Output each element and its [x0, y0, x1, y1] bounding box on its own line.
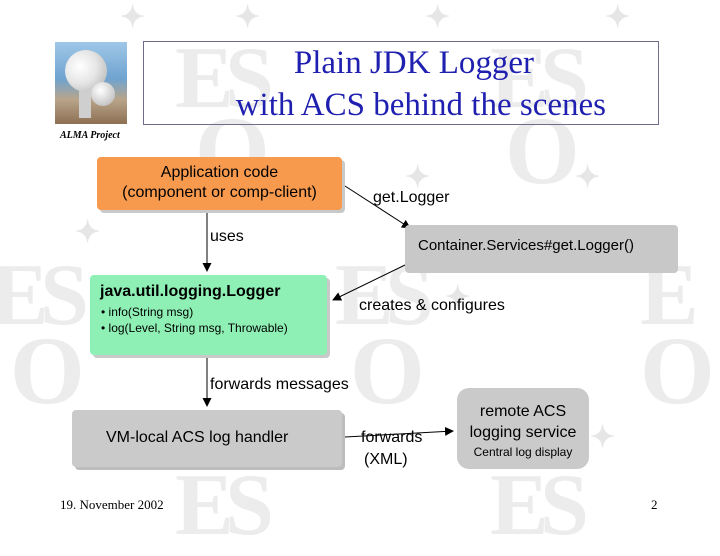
arrow-get-logger	[344, 185, 411, 229]
title-frame	[143, 41, 659, 125]
diagram-arrows	[202, 185, 454, 438]
slide-title-line2: with ACS behind the scenes	[235, 87, 606, 123]
vm-local-handler-label: VM-local ACS log handler	[106, 429, 289, 446]
java-logger-box	[90, 275, 327, 355]
vm-local-handler-box	[72, 410, 342, 467]
java-logger-method: • log(Level, String msg, Throwable)	[101, 321, 288, 335]
alma-logo	[55, 42, 127, 124]
label-forwards-messages: forwards messages	[210, 376, 349, 393]
label-forwards-xml-line2: (XML)	[364, 451, 408, 468]
slide-title-line1: Plain JDK Logger	[293, 45, 534, 81]
label-get-logger: get.Logger	[373, 189, 450, 206]
application-code-box	[97, 157, 342, 210]
remote-logging-line2: logging service	[469, 424, 577, 441]
remote-logging-sub: Central log display	[473, 445, 573, 459]
label-uses: uses	[210, 228, 244, 245]
application-code-line1: Application code	[160, 164, 279, 181]
logo-caption: ALMA Project	[60, 130, 120, 141]
arrow-creates	[332, 264, 406, 301]
label-forwards-xml-line1: forwards	[361, 429, 423, 446]
footer-date: 19. November 2002	[60, 497, 164, 512]
container-services-label: Container.Services#get.Logger()	[418, 237, 634, 254]
arrow-forwards-xml	[344, 426, 454, 438]
antenna-mount-icon	[79, 90, 91, 118]
antenna-dish-small-icon	[91, 82, 115, 106]
application-code-line2: (component or comp-client)	[122, 184, 317, 201]
java-logger-method: • info(String msg)	[101, 305, 194, 319]
java-logger-title: java.util.logging.Logger	[100, 283, 281, 300]
page-number: 2	[651, 497, 658, 512]
remote-logging-line1: remote ACS	[479, 403, 567, 420]
remote-logging-service-box	[457, 388, 589, 469]
container-services-box	[405, 225, 678, 273]
label-creates-configures: creates & configures	[359, 297, 505, 314]
